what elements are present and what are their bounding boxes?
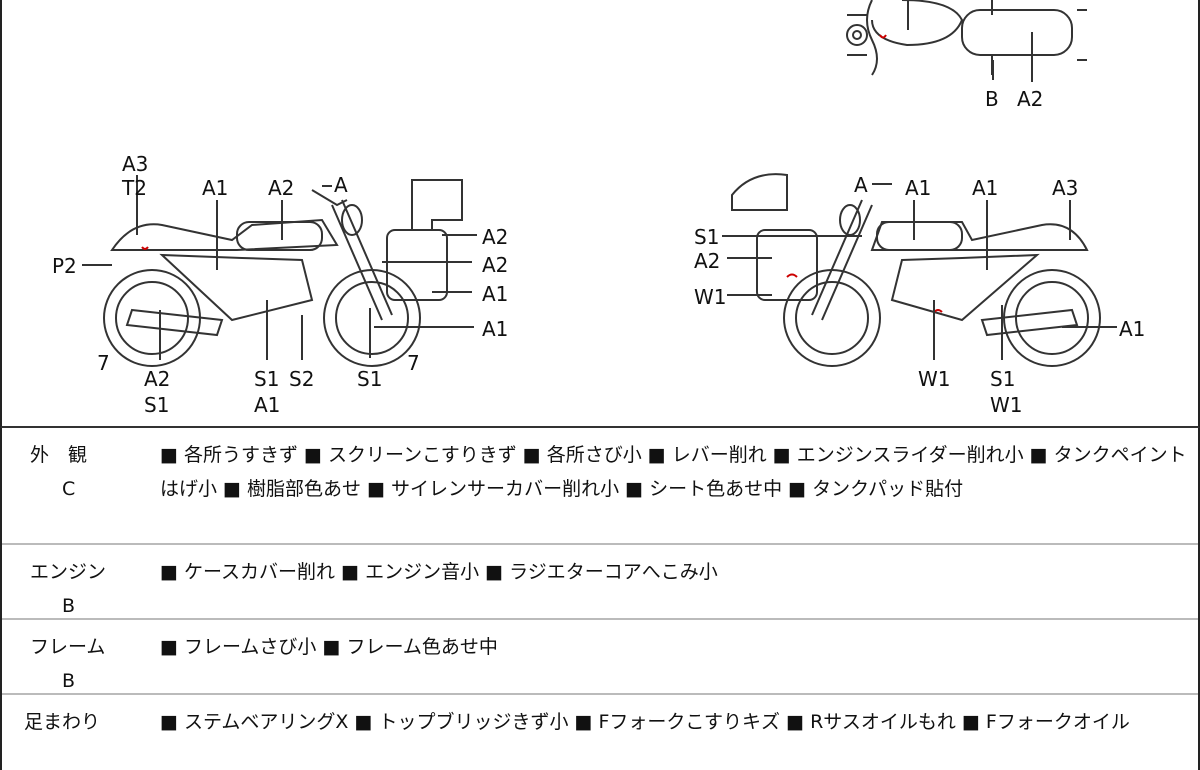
damage-label: A2 bbox=[144, 367, 171, 391]
damage-label: A2 bbox=[482, 253, 509, 277]
damage-label: A1 bbox=[972, 176, 999, 200]
category-cell: エンジン B bbox=[2, 545, 152, 618]
damage-label: 7 bbox=[407, 351, 420, 375]
damage-label: A1 bbox=[202, 176, 229, 200]
damage-diagram: B A2 A3 T2 A1 A2 A P2 A2 A2 A1 A1 7 A2 S… bbox=[0, 0, 1200, 428]
damage-label: A1 bbox=[254, 393, 281, 417]
damage-label: B bbox=[985, 87, 999, 111]
category-cell: フレーム B bbox=[2, 620, 152, 693]
category-cell: 外 観 C bbox=[2, 428, 152, 543]
damage-label: A bbox=[334, 173, 348, 197]
damage-label: S1 bbox=[144, 393, 170, 417]
table-row-engine: エンジン B ■ ケースカバー削れ ■ エンジン音小 ■ ラジエターコアへこみ小 bbox=[2, 545, 1198, 620]
damage-label: A2 bbox=[1017, 87, 1044, 111]
left-bike bbox=[82, 175, 477, 367]
category-label: 足まわり bbox=[24, 711, 101, 733]
right-bike bbox=[722, 173, 1117, 367]
damage-label: S1 bbox=[254, 367, 280, 391]
damage-label: A1 bbox=[1119, 317, 1146, 341]
condition-table: 外 観 C ■ 各所うすきず ■ スクリーンこすりきず ■ 各所さび小 ■ レバー… bbox=[0, 428, 1200, 770]
damage-label: S1 bbox=[694, 225, 720, 249]
category-label: フレーム bbox=[30, 636, 106, 658]
damage-label: S1 bbox=[990, 367, 1016, 391]
damage-label: A2 bbox=[268, 176, 295, 200]
damage-label: A1 bbox=[482, 282, 509, 306]
table-row-frame: フレーム B ■ フレームさび小 ■ フレーム色あせ中 bbox=[2, 620, 1198, 695]
damage-label: A3 bbox=[1052, 176, 1079, 200]
damage-label: T2 bbox=[122, 176, 147, 200]
damage-label: 7 bbox=[97, 351, 110, 375]
damage-label: W1 bbox=[694, 285, 727, 309]
condition-items: ■ ステムベアリングX ■ トップブリッジきず小 ■ Fフォークこすりキズ ■ … bbox=[160, 711, 1130, 733]
damage-label: S1 bbox=[357, 367, 383, 391]
condition-items: ■ フレームさび小 ■ フレーム色あせ中 bbox=[160, 636, 498, 658]
damage-label: A1 bbox=[905, 176, 932, 200]
condition-items: ■ ケースカバー削れ ■ エンジン音小 ■ ラジエターコアへこみ小 bbox=[160, 561, 718, 583]
grade-label: C bbox=[62, 478, 76, 500]
motorcycle-drawings bbox=[82, 0, 1117, 367]
grade-label: B bbox=[62, 670, 76, 692]
table-row-suspension: 足まわり ■ ステムベアリングX ■ トップブリッジきず小 ■ Fフォークこすり… bbox=[2, 695, 1198, 770]
damage-label: A2 bbox=[694, 249, 721, 273]
damage-label: P2 bbox=[52, 254, 77, 278]
grade-label: B bbox=[62, 595, 76, 617]
damage-label: S2 bbox=[289, 367, 315, 391]
damage-label: A2 bbox=[482, 225, 509, 249]
condition-items: ■ 各所うすきず ■ スクリーンこすりきず ■ 各所さび小 ■ レバー削れ ■ … bbox=[160, 444, 1187, 500]
damage-label: W1 bbox=[918, 367, 951, 391]
category-label: 外 観 bbox=[30, 444, 88, 466]
top-view-bike bbox=[846, 0, 1087, 82]
damage-label: A3 bbox=[122, 152, 149, 176]
category-cell: 足まわり bbox=[2, 695, 152, 770]
category-label: エンジン bbox=[30, 561, 107, 583]
damage-label: A bbox=[854, 173, 868, 197]
damage-label: A1 bbox=[482, 317, 509, 341]
damage-label: W1 bbox=[990, 393, 1023, 417]
table-row-exterior: 外 観 C ■ 各所うすきず ■ スクリーンこすりきず ■ 各所さび小 ■ レバー… bbox=[2, 428, 1198, 545]
